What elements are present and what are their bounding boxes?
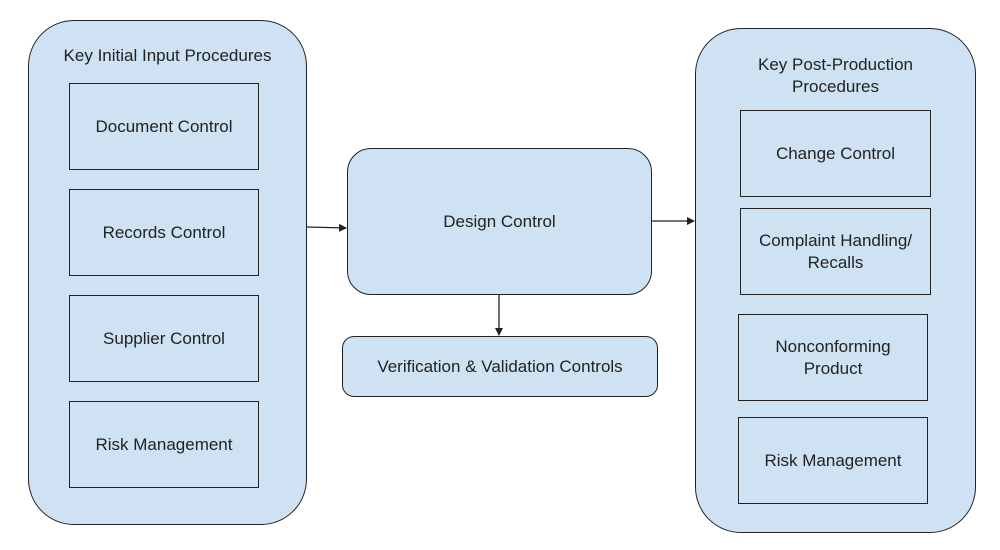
records-control-box: Records Control [69,189,259,276]
post-production-title: Key Post-Production Procedures [758,55,913,96]
verification-validation-label: Verification & Validation Controls [377,356,623,376]
change-control-box: Change Control [740,110,931,197]
design-control-box: Design Control [347,148,652,295]
supplier-control-box: Supplier Control [69,295,259,382]
supplier-control-label: Supplier Control [103,328,225,348]
complaint-handling-box: Complaint Handling/ Recalls [740,208,931,295]
complaint-handling-label: Complaint Handling/ Recalls [758,230,913,272]
input-procedures-title: Key Initial Input Procedures [63,46,272,65]
nonconforming-product-box: Nonconforming Product [738,314,928,401]
change-control-label: Change Control [775,143,896,163]
risk-management-input-label: Risk Management [95,434,233,454]
risk-management-post-box: Risk Management [738,417,928,504]
risk-management-post-label: Risk Management [764,450,902,470]
nonconforming-product-label: Nonconforming Product [775,336,891,378]
verification-validation-box: Verification & Validation Controls [342,336,658,397]
document-control-box: Document Control [69,83,259,170]
design-control-label: Design Control [443,211,556,231]
records-control-label: Records Control [102,222,226,242]
risk-management-input-box: Risk Management [69,401,259,488]
document-control-label: Document Control [95,116,233,136]
arrow-inputs-to-design [306,223,347,232]
